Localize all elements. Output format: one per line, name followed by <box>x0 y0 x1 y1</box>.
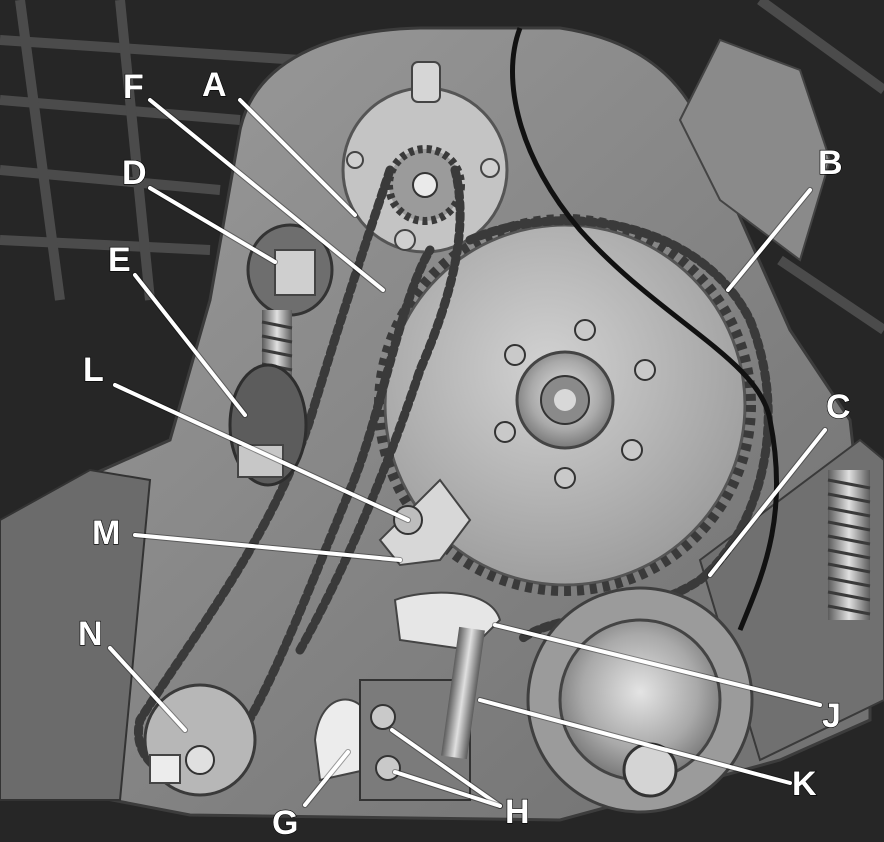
callout-d: D <box>122 154 147 192</box>
callout-m: M <box>92 514 120 552</box>
background-frame <box>0 0 884 335</box>
pawl-assembly <box>378 478 472 567</box>
lower-roller <box>526 586 754 814</box>
callout-h: H <box>505 793 530 831</box>
left-bracket <box>0 468 152 801</box>
callout-l: L <box>83 351 104 389</box>
callout-c: C <box>826 388 851 426</box>
callout-b: B <box>818 144 843 182</box>
upper-bracket <box>678 38 832 262</box>
right-spring <box>827 470 871 620</box>
lower-tensioner <box>228 363 308 487</box>
upper-tensioner <box>246 223 334 317</box>
callout-g: G <box>272 804 298 842</box>
callout-k: K <box>792 765 817 803</box>
large-sprocket <box>374 214 756 596</box>
leader-lines <box>107 97 828 809</box>
black-cable <box>510 27 779 631</box>
callout-n: N <box>78 615 103 653</box>
callout-e: E <box>108 241 131 279</box>
callout-j: J <box>822 697 841 735</box>
callout-f: F <box>123 68 144 106</box>
lower-spring <box>441 626 485 760</box>
callout-a: A <box>202 66 227 104</box>
bottom-left-pulley <box>143 683 257 797</box>
